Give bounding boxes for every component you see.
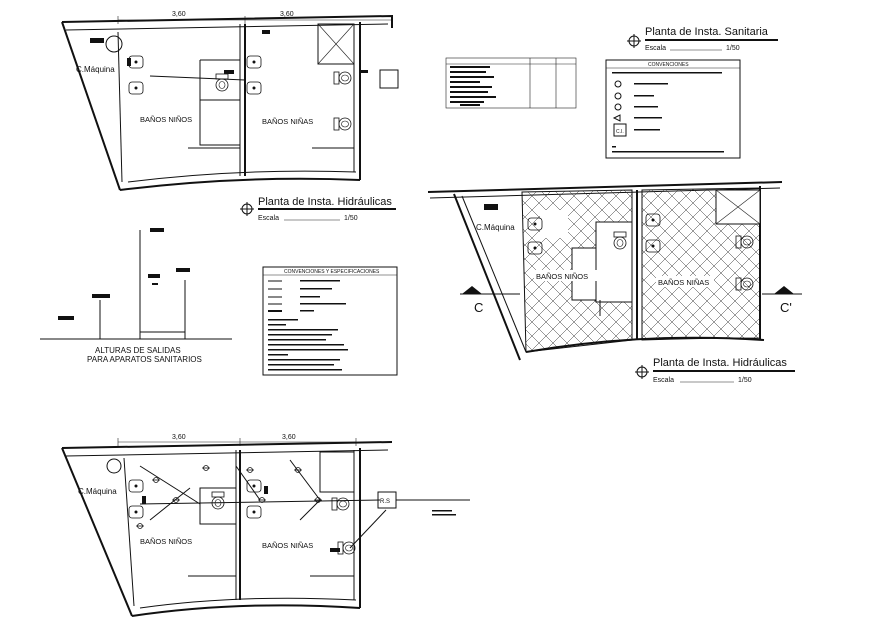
- bottom-room-machine: C.Máquina: [78, 487, 117, 496]
- sanitary-title: Planta de Insta. Sanitaria: [645, 26, 769, 38]
- bottom-dim-left: 3,60: [172, 434, 186, 441]
- right-plan-title: Planta de Insta. Hidráulicas: [653, 357, 787, 369]
- outlet-heights-diagram: ALTURAS DE SALIDAS PARA APARATOS SANITAR…: [40, 228, 232, 364]
- heights-title-line1: ALTURAS DE SALIDAS: [95, 346, 181, 355]
- right-scale-value: 1/50: [738, 377, 752, 384]
- scale-label: Escala: [258, 215, 279, 222]
- conventions-specifications-box: CONVENCIONES Y ESPECIFICACIONES: [262, 266, 398, 376]
- section-mark-right: C': [780, 300, 792, 315]
- plan-sanitary-block: Planta de Insta. Sanitaria Escala 1/50 C…: [445, 26, 778, 159]
- sanitary-scale-label: Escala: [645, 45, 666, 52]
- right-scale-label: Escala: [653, 377, 674, 384]
- bottom-room-girls: BAÑOS NIÑAS: [262, 541, 313, 550]
- conventions-title: CONVENCIONES Y ESPECIFICACIONES: [284, 269, 380, 275]
- right-room-machine: C.Máquina: [476, 223, 515, 232]
- plan-top-hydraulic: 3,60 3,60: [61, 11, 399, 222]
- heights-title-line2: PARA APARATOS SANITARIOS: [87, 355, 202, 364]
- room-machine-label: C.Máquina: [76, 65, 115, 74]
- bottom-dim-right: 3,60: [282, 434, 296, 441]
- room-girls-label: BAÑOS NIÑAS: [262, 117, 313, 126]
- dim-right: 3,60: [280, 11, 294, 18]
- scale-value: 1/50: [344, 215, 358, 222]
- compass-icon: [627, 34, 641, 48]
- compass-icon: [240, 202, 254, 216]
- legend-title: CONVENCIONES: [648, 62, 689, 68]
- rs-label: R.S: [380, 499, 390, 505]
- right-room-boys: BAÑOS NIÑOS: [536, 272, 588, 281]
- dim-left: 3,60: [172, 11, 186, 18]
- plan-title: Planta de Insta. Hidráulicas: [258, 196, 392, 208]
- room-boys-label: BAÑOS NIÑOS: [140, 115, 192, 124]
- sanitary-scale-value: 1/50: [726, 45, 740, 52]
- sanitary-legend: CONVENCIONES C.I.: [605, 59, 741, 159]
- right-room-girls: BAÑOS NIÑAS: [658, 278, 709, 287]
- legend-symbol-box: C.I.: [616, 129, 624, 135]
- plan-bottom-sanitary: 3,60 3,60: [61, 434, 470, 617]
- spec-table: [445, 57, 577, 109]
- bottom-room-boys: BAÑOS NIÑOS: [140, 537, 192, 546]
- section-mark-left: C: [474, 300, 483, 315]
- compass-icon: [635, 365, 649, 379]
- plan-right-hydraulic: C.Máquina BAÑOS NIÑOS BAÑOS NIÑAS C C' P…: [427, 181, 802, 384]
